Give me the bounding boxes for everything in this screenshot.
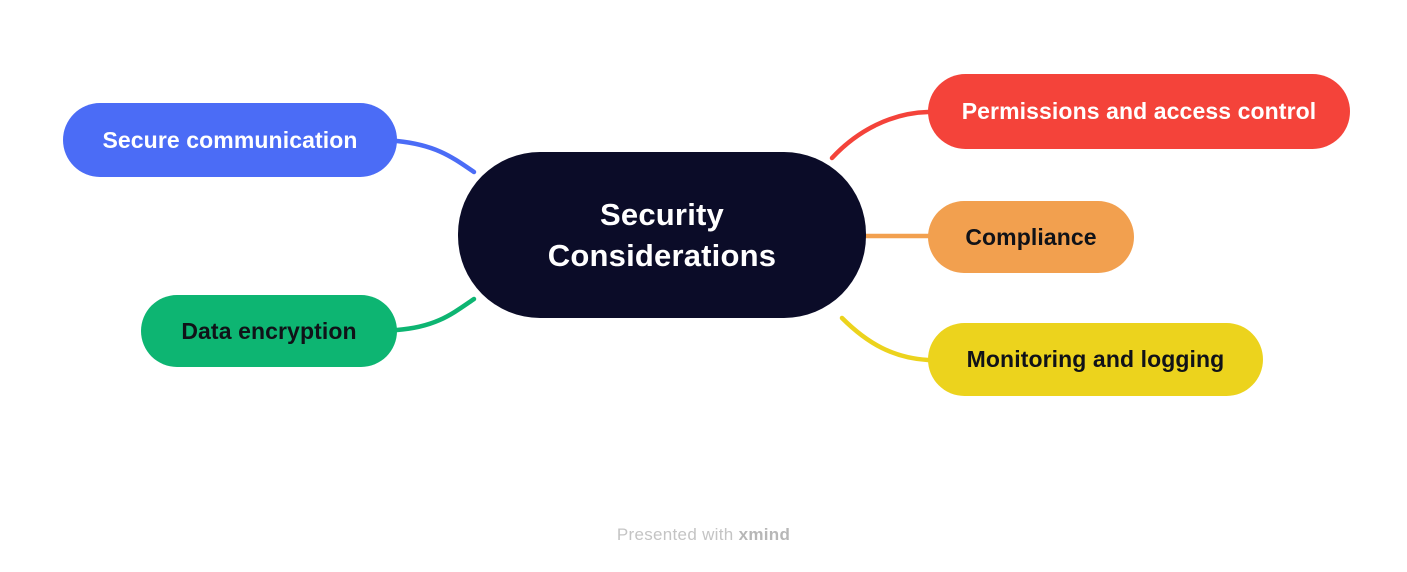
central-topic-label: Security Considerations bbox=[547, 197, 777, 273]
branch-node-monitoring-and-logging[interactable]: Monitoring and logging bbox=[928, 323, 1263, 396]
branch-node-compliance[interactable]: Compliance bbox=[928, 201, 1134, 273]
branch-node-permissions-and-access-control[interactable]: Permissions and access control bbox=[928, 74, 1350, 149]
connector-monitoring-and-logging bbox=[839, 315, 931, 363]
central-topic-node[interactable]: Security Considerations bbox=[458, 152, 866, 318]
branch-label-monitoring-and-logging: Monitoring and logging bbox=[966, 346, 1225, 372]
connector-secure-communication bbox=[394, 138, 477, 175]
branch-label-compliance: Compliance bbox=[965, 223, 1097, 250]
branch-label-secure-communication: Secure communication bbox=[102, 126, 358, 153]
connector-data-encryption bbox=[394, 296, 477, 333]
watermark-text: Presented with bbox=[616, 525, 739, 544]
watermark: Presented with xmind bbox=[0, 525, 1407, 545]
watermark-brand: xmind bbox=[738, 525, 791, 544]
connector-permissions-and-access-control bbox=[829, 109, 931, 161]
branch-node-data-encryption[interactable]: Data encryption bbox=[141, 295, 397, 367]
branch-node-secure-communication[interactable]: Secure communication bbox=[63, 103, 397, 177]
branch-label-permissions-and-access-control: Permissions and access control bbox=[961, 98, 1317, 124]
branch-label-data-encryption: Data encryption bbox=[181, 317, 357, 344]
